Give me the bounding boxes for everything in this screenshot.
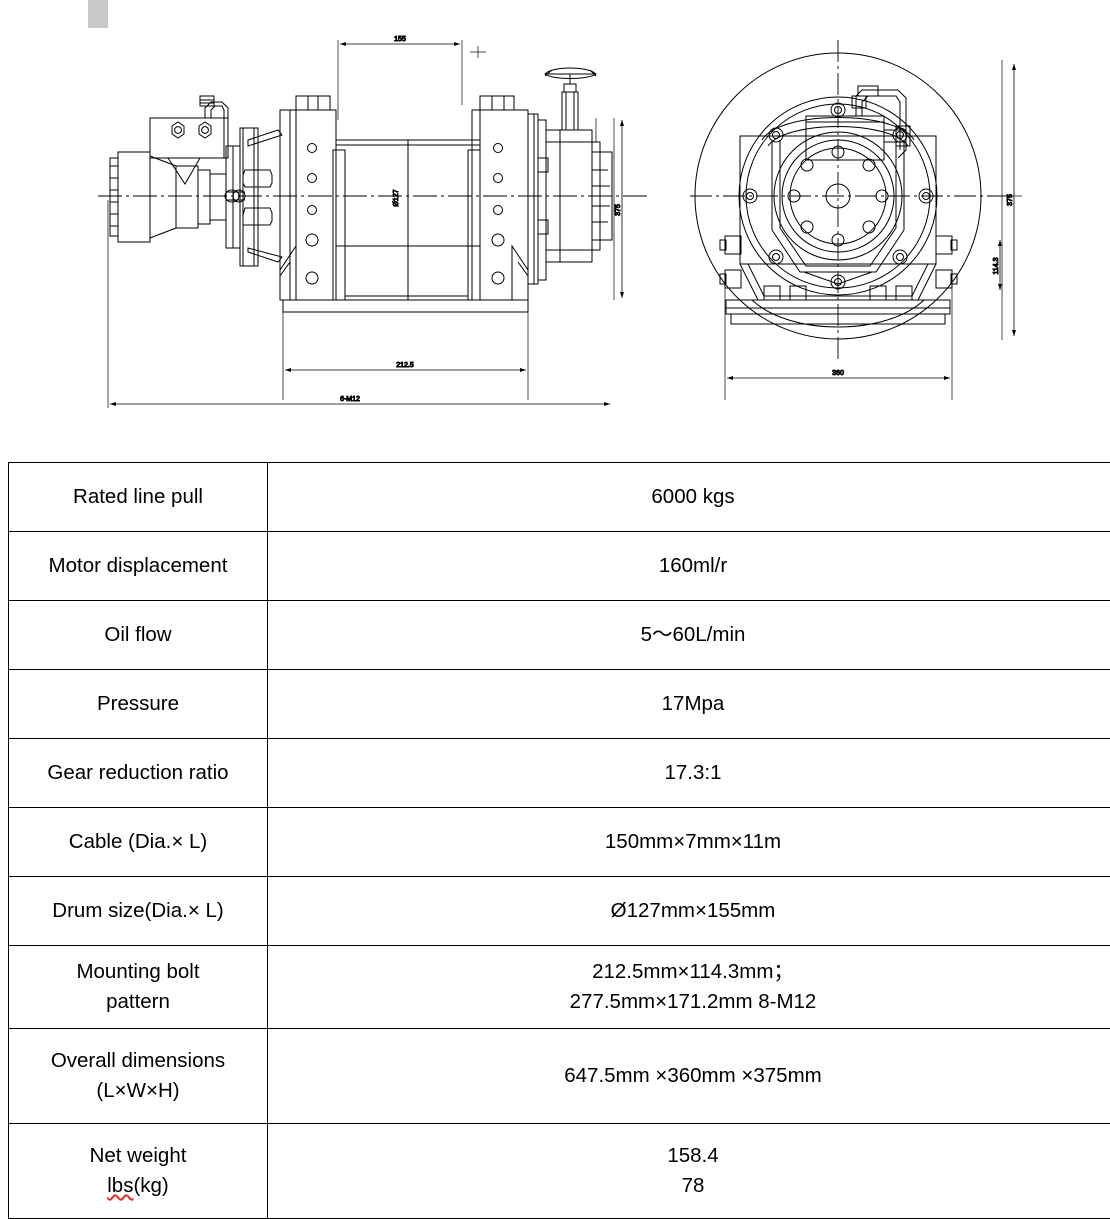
value-line-2: 277.5mm×171.2mm 8-M12 bbox=[272, 987, 1110, 1017]
label-line-1: Mounting bolt bbox=[13, 957, 263, 987]
brake-handwheel-assembly bbox=[528, 68, 612, 284]
gearbox-housing bbox=[225, 128, 282, 266]
spec-label: Rated line pull bbox=[9, 463, 268, 532]
spec-label: Oil flow bbox=[9, 601, 268, 670]
spec-label: Drum size(Dia.× L) bbox=[9, 877, 268, 946]
misspelled-word: lbs bbox=[107, 1174, 133, 1197]
spec-value: 6000 kgs bbox=[268, 463, 1110, 532]
label-line-1: Overall dimensions bbox=[13, 1046, 263, 1076]
table-row: Gear reduction ratio 17.3:1 bbox=[9, 739, 1110, 808]
spec-value: 17Mpa bbox=[268, 670, 1110, 739]
dim-bottom-outer: 6-M12 bbox=[340, 396, 360, 403]
spec-label: Motor displacement bbox=[9, 532, 268, 601]
spec-label-overall-dimensions: Overall dimensions (L×W×H) bbox=[9, 1029, 268, 1124]
dim-endview-foot: 114.3 bbox=[993, 257, 1000, 274]
label-line-2: (L×W×H) bbox=[13, 1076, 263, 1106]
hex-bolt bbox=[199, 122, 211, 138]
spec-value: 160ml/r bbox=[268, 532, 1110, 601]
label-line-2: pattern bbox=[13, 987, 263, 1017]
spec-label: Gear reduction ratio bbox=[9, 739, 268, 808]
dim-drum-dia: Ø127 bbox=[393, 189, 400, 206]
side-elevation-view: 155 212.5 6-M12 bbox=[98, 36, 650, 408]
spec-value-mounting-bolt: 212.5mm×114.3mm； 277.5mm×171.2mm 8-M12 bbox=[268, 946, 1110, 1029]
dim-endview-height: 375 bbox=[1007, 194, 1014, 206]
side-mount-lug bbox=[720, 236, 741, 288]
table-row: Cable (Dia.× L) 150mm×7mm×11m bbox=[9, 808, 1110, 877]
dim-endview-width: 360 bbox=[832, 370, 844, 377]
base-frame bbox=[283, 150, 528, 312]
table-row: Motor displacement 160ml/r bbox=[9, 532, 1110, 601]
label-line-2: lbs(kg) bbox=[13, 1171, 263, 1201]
specifications-table: Rated line pull 6000 kgs Motor displacem… bbox=[8, 462, 1110, 1219]
end-elevation-view: 360 375 114.3 bbox=[690, 40, 1022, 400]
value-line-1: 212.5mm×114.3mm； bbox=[272, 957, 1110, 987]
value-line-1: 158.4 bbox=[272, 1141, 1110, 1171]
dim-side-height: 375 bbox=[615, 204, 622, 216]
spec-value: Ø127mm×155mm bbox=[268, 877, 1110, 946]
spec-value-net-weight: 158.4 78 bbox=[268, 1124, 1110, 1219]
spec-value: 150mm×7mm×11m bbox=[268, 808, 1110, 877]
dim-bottom-inner: 212.5 bbox=[396, 362, 414, 369]
hex-bolt bbox=[172, 122, 184, 138]
table-row-mounting-bolt: Mounting bolt pattern 212.5mm×114.3mm； 2… bbox=[9, 946, 1110, 1029]
technical-drawing: 155 212.5 6-M12 bbox=[0, 0, 1110, 440]
spec-label: Pressure bbox=[9, 670, 268, 739]
dim-top-width: 155 bbox=[394, 36, 406, 43]
spec-value: 17.3:1 bbox=[268, 739, 1110, 808]
drum-left-flange bbox=[280, 96, 336, 300]
label-line-1: Net weight bbox=[13, 1141, 263, 1171]
table-row: Drum size(Dia.× L) Ø127mm×155mm bbox=[9, 877, 1110, 946]
value-line-2: 78 bbox=[272, 1171, 1110, 1201]
spec-value-overall-dimensions: 647.5mm ×360mm ×375mm bbox=[268, 1029, 1110, 1124]
spec-label: Cable (Dia.× L) bbox=[9, 808, 268, 877]
spec-label-net-weight: Net weight lbs(kg) bbox=[9, 1124, 268, 1219]
table-row-overall-dimensions: Overall dimensions (L×W×H) 647.5mm ×360m… bbox=[9, 1029, 1110, 1124]
spec-label-mounting-bolt: Mounting bolt pattern bbox=[9, 946, 268, 1029]
table-row: Oil flow 5～60L/min bbox=[9, 601, 1110, 670]
spec-value: 5～60L/min bbox=[268, 601, 1110, 670]
hydraulic-motor bbox=[110, 152, 226, 242]
winch-drawing-svg: 155 212.5 6-M12 bbox=[0, 0, 1110, 440]
motor-valve-block bbox=[150, 96, 228, 184]
cable-drum bbox=[336, 140, 480, 300]
label-line-2-rest: (kg) bbox=[133, 1174, 168, 1197]
table-row-net-weight: Net weight lbs(kg) 158.4 78 bbox=[9, 1124, 1110, 1219]
table-row: Pressure 17Mpa bbox=[9, 670, 1110, 739]
table-row: Rated line pull 6000 kgs bbox=[9, 463, 1110, 532]
